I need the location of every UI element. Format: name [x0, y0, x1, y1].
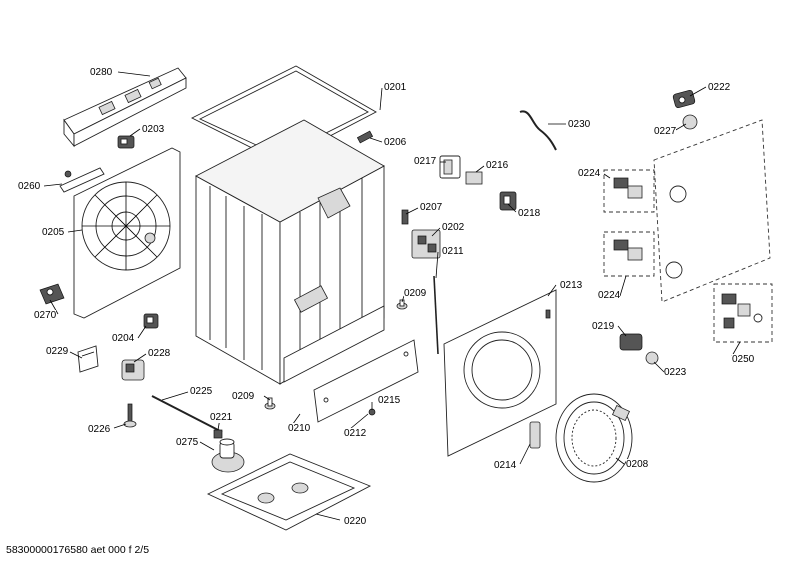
part-0250-group	[713, 283, 773, 343]
label-0202: 0202	[442, 222, 465, 233]
part-0210-cabinet	[195, 119, 385, 385]
document-reference-footer: 58300000176580 aet 000 f 2/5	[6, 544, 150, 556]
label-0217: 0217	[414, 156, 437, 167]
label-0209-right: 0209	[404, 288, 427, 299]
part-0280-bracket	[63, 67, 187, 148]
label-0211: 0211	[442, 246, 464, 257]
part-0219-handle	[619, 333, 643, 351]
leader-lines	[43, 71, 741, 521]
part-0224-group-upper	[603, 169, 655, 213]
part-0209-foot-left	[264, 397, 276, 410]
label-0221: 0221	[210, 412, 233, 423]
label-0275: 0275	[176, 437, 199, 448]
label-0229: 0229	[46, 346, 69, 357]
label-0226: 0226	[88, 424, 111, 435]
part-0217-holder	[439, 155, 461, 179]
part-0207-sensor	[401, 209, 409, 225]
part-0230-cable	[519, 110, 557, 151]
label-0219: 0219	[592, 321, 615, 332]
part-0216-switch	[465, 171, 483, 185]
part-0222-clip	[672, 89, 696, 109]
label-0209-left: 0209	[232, 391, 255, 402]
label-0222: 0222	[708, 82, 731, 93]
label-0205: 0205	[42, 227, 65, 238]
part-0214-hinge	[529, 421, 541, 449]
label-0225: 0225	[190, 386, 213, 397]
part-0224-group-lower	[603, 231, 655, 277]
label-0216: 0216	[486, 160, 509, 171]
label-0201: 0201	[384, 82, 407, 93]
part-0208-door	[555, 393, 633, 483]
part-0270-fitting	[39, 283, 65, 305]
label-0224-lower: 0224	[598, 290, 621, 301]
label-0250: 0250	[732, 354, 755, 365]
label-0212: 0212	[344, 428, 367, 439]
part-0275-drain-pump	[211, 438, 245, 473]
label-0228: 0228	[148, 348, 171, 359]
part-0202-module	[411, 229, 441, 259]
part-0218-lock	[499, 191, 517, 211]
label-0224-upper: 0224	[578, 168, 601, 179]
label-0218: 0218	[518, 208, 541, 219]
label-0204: 0204	[112, 333, 135, 344]
part-0212-front-plate	[313, 339, 419, 423]
part-0225-rod	[151, 395, 223, 433]
label-0270: 0270	[34, 310, 57, 321]
part-0228-pump	[121, 359, 145, 381]
part-0203-clip	[117, 135, 135, 149]
part-0206-bracket	[356, 130, 374, 144]
label-0213: 0213	[560, 280, 583, 291]
part-0204-clip	[143, 313, 159, 329]
label-0214: 0214	[494, 460, 517, 471]
part-0205-rear-panel	[73, 147, 181, 319]
label-0206: 0206	[384, 137, 407, 148]
label-0280: 0280	[90, 67, 113, 78]
part-0229-bracket	[77, 345, 99, 373]
label-0203: 0203	[142, 124, 165, 135]
label-0207: 0207	[420, 202, 443, 213]
label-0215: 0215	[378, 395, 401, 406]
part-0211-rod	[433, 275, 439, 355]
part-0260-hose	[59, 167, 105, 193]
label-0260: 0260	[18, 181, 41, 192]
part-0213-front-panel	[443, 289, 557, 457]
part-0227-knob	[682, 114, 698, 130]
part-0221-damper-cap	[213, 429, 223, 439]
label-0227: 0227	[654, 126, 677, 137]
label-0208: 0208	[626, 459, 649, 470]
part-0226-bolt	[123, 403, 137, 428]
part-0223-cap	[645, 351, 659, 365]
label-0210: 0210	[288, 423, 311, 434]
label-0220: 0220	[344, 516, 367, 527]
door-gasket-frame	[653, 119, 771, 303]
label-0230: 0230	[568, 119, 591, 130]
part-0220-base-tray	[206, 453, 372, 531]
part-0209-foot-right	[396, 299, 408, 310]
label-0223: 0223	[664, 367, 687, 378]
